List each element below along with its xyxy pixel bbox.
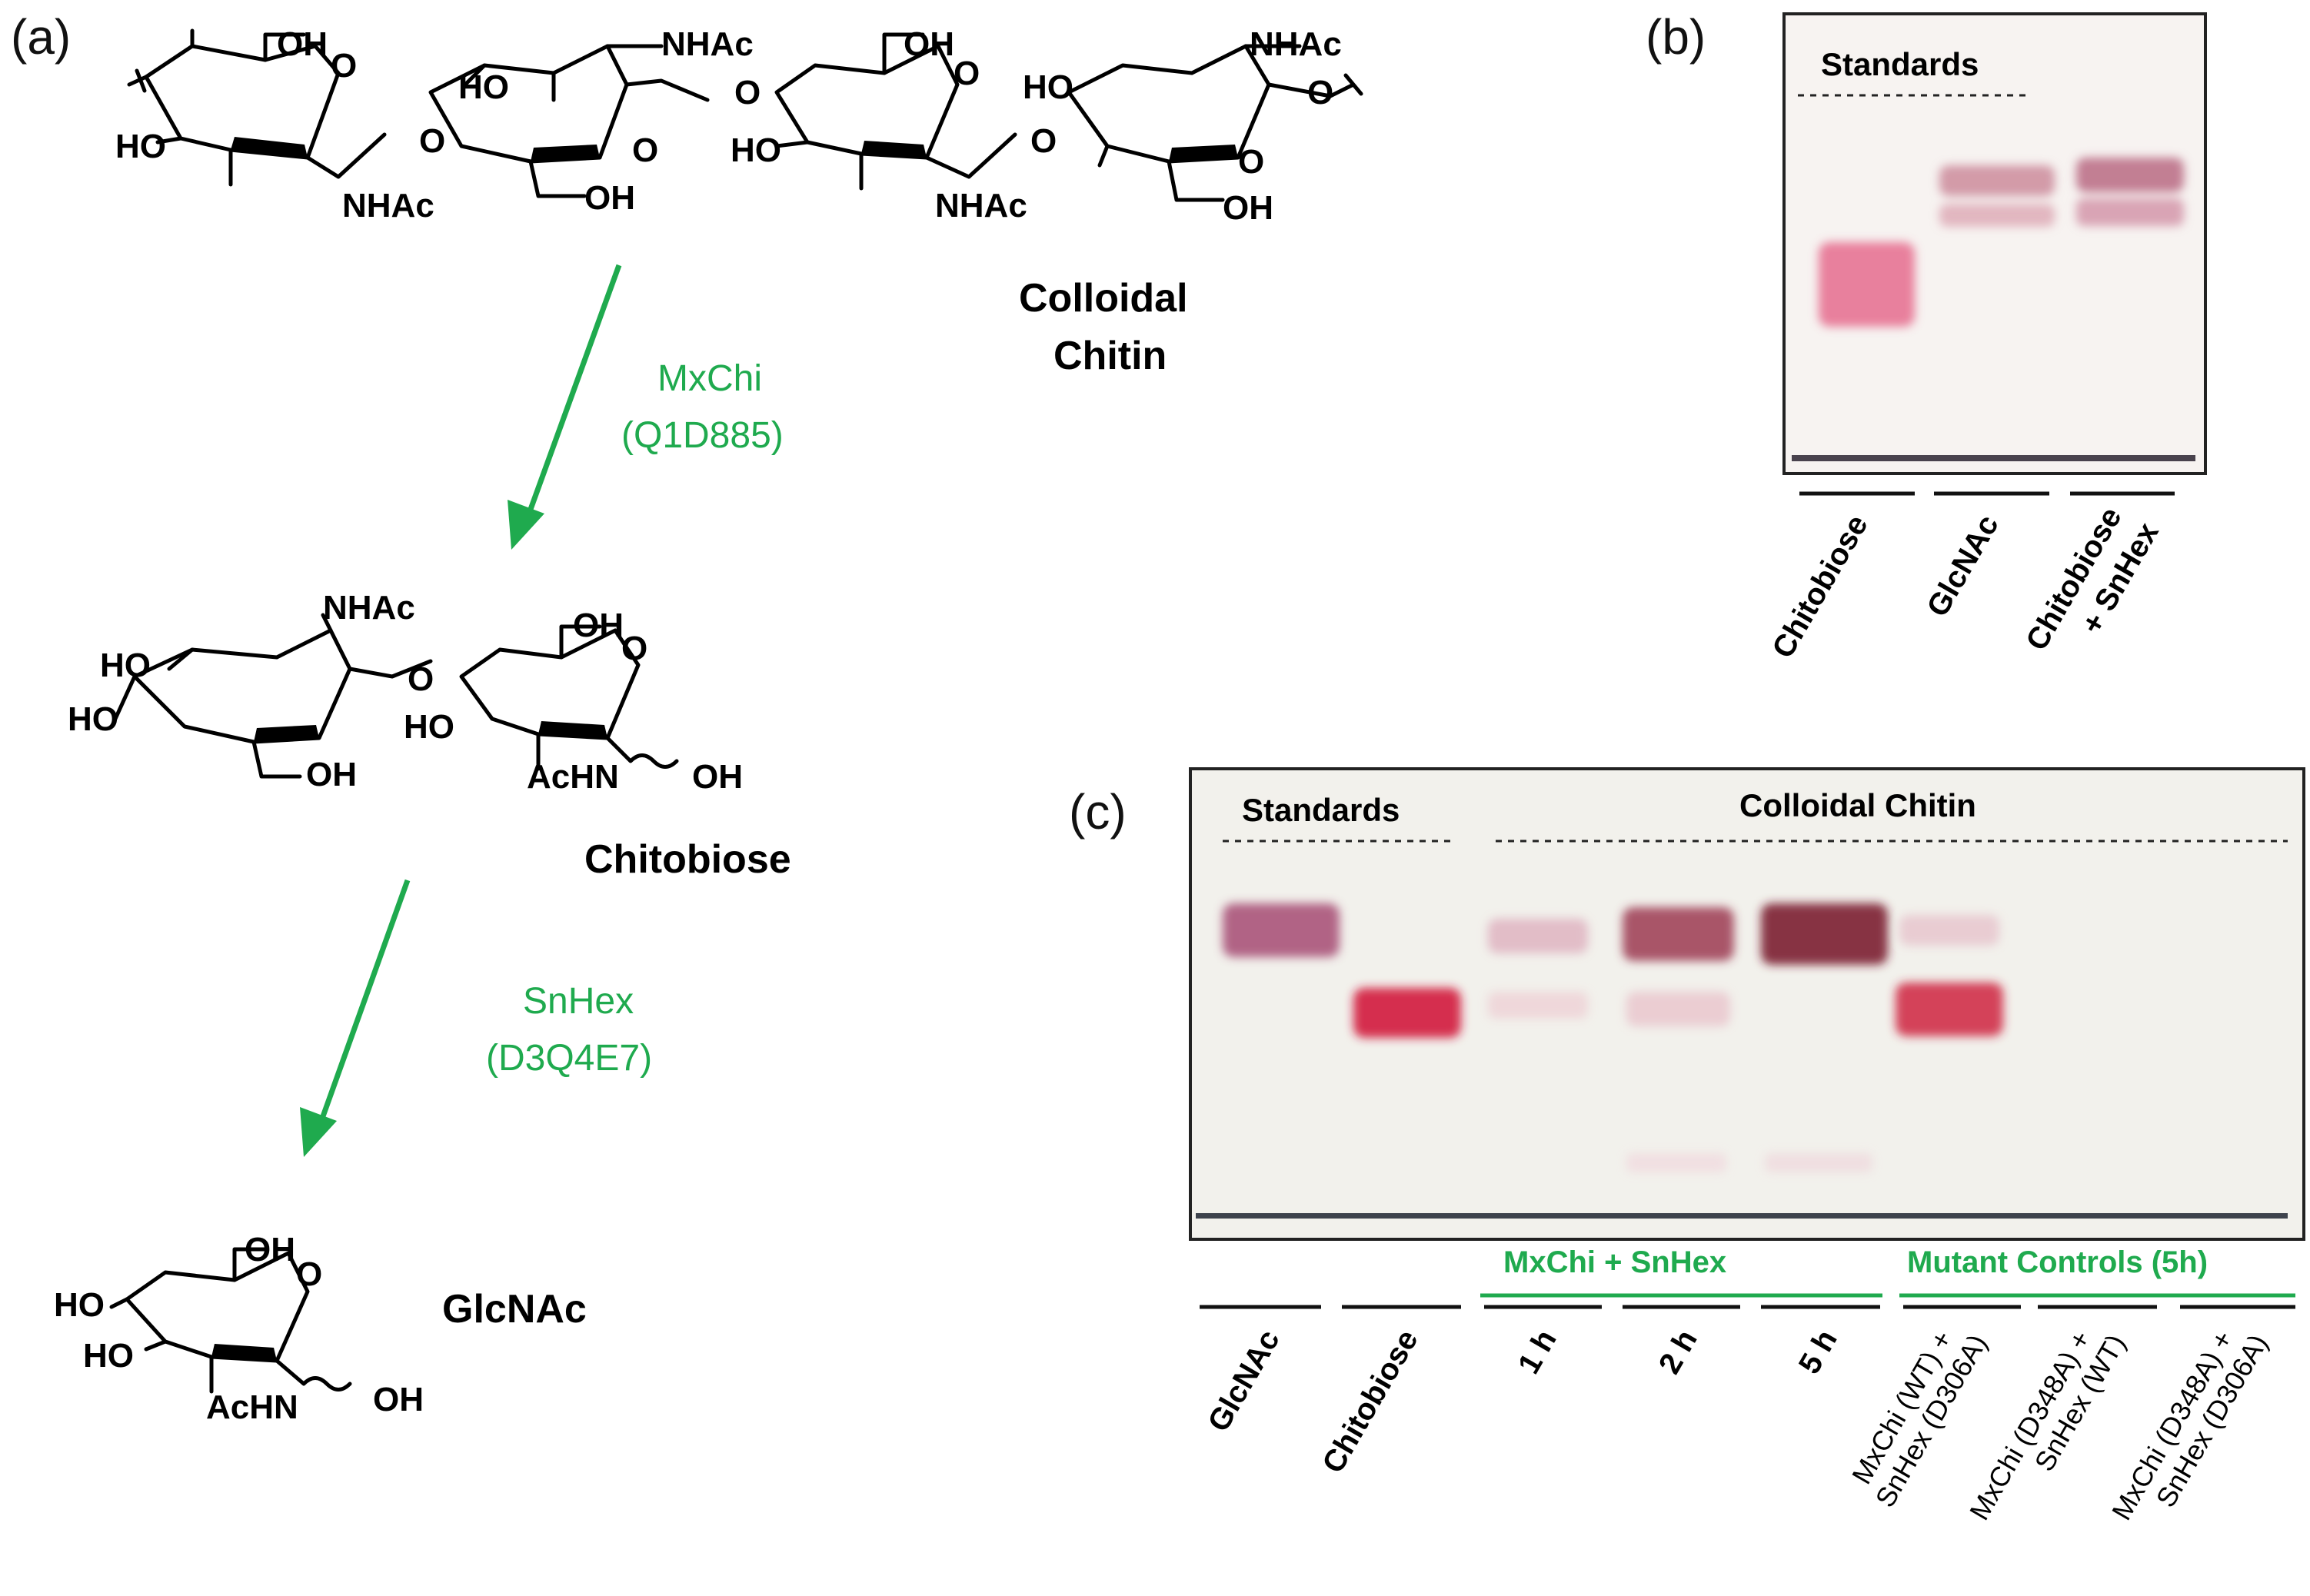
gel-b-band-glcnac-upper xyxy=(1939,165,2055,196)
reaction-arrow-2 xyxy=(300,879,411,1157)
gel-c-band-wt-d306a-glcnac xyxy=(1899,915,1999,946)
ring-o-label: O xyxy=(1238,143,1264,181)
gel-c-band-chitobiose xyxy=(1353,988,1461,1038)
ho-label: HO xyxy=(83,1337,134,1375)
gel-c: Standards Colloidal Chitin MxC xyxy=(1189,767,2305,1525)
gel-c-standards-header: Standards xyxy=(1242,792,1400,828)
glycosidic-o-label: O xyxy=(1307,74,1333,111)
ring-o-label: O xyxy=(632,131,658,169)
oh-label: OH xyxy=(1223,189,1273,227)
glycosidic-o-label: O xyxy=(408,660,434,698)
gel-c-band-1h-chitobiose xyxy=(1488,992,1588,1019)
ho-label: HO xyxy=(458,68,509,106)
gel-c-lane-label-glcnac: GlcNAc xyxy=(1201,1325,1286,1438)
chitobiose-structure xyxy=(113,613,679,779)
gel-c-band-5h-faint xyxy=(1765,1153,1872,1172)
gel-c-lane-label-2h: 2 h xyxy=(1653,1325,1704,1380)
mxchi-enzyme-label: MxChi xyxy=(657,358,762,399)
ring-o-label: O xyxy=(621,630,647,667)
gel-c-band-2h-chitobiose xyxy=(1626,992,1730,1026)
gel-c-band-5h-glcnac xyxy=(1761,903,1888,965)
ho-label: HO xyxy=(54,1286,105,1324)
gel-b-band-glcnac-lower xyxy=(1939,204,2055,227)
gel-c-band-2h-faint xyxy=(1626,1153,1726,1172)
nhac-label: NHAc xyxy=(342,187,434,224)
colloidal-chitin-atom-labels: OH O HO NHAc O HO NHAc O OH O OH O HO NH… xyxy=(115,25,1342,227)
glycosidic-o-label: O xyxy=(734,74,761,111)
oh-label: OH xyxy=(245,1231,295,1268)
achn-label: AcHN xyxy=(527,758,619,796)
oh-label: OH xyxy=(904,25,954,63)
chitobiose-label: Chitobiose xyxy=(584,837,791,882)
chitobiose-atom-labels: NHAc HO HO OH O OH O HO AcHN OH xyxy=(68,589,743,796)
colloidal-chitin-label-line2: Chitin xyxy=(1053,334,1167,378)
ring-o-label: O xyxy=(331,47,357,85)
colloidal-chitin-structure xyxy=(127,28,1363,202)
gel-c-band-1h-glcnac xyxy=(1488,919,1588,953)
gel-c-band-wt-d306a-chitobiose xyxy=(1896,983,2003,1036)
nhac-label: NHAc xyxy=(323,589,415,627)
ring-o-label: O xyxy=(954,55,980,92)
reaction-arrow-1 xyxy=(508,264,622,550)
ring-o-label: O xyxy=(296,1255,322,1293)
ho-label: HO xyxy=(731,131,781,169)
achn-label: AcHN xyxy=(206,1388,298,1426)
nhac-label: NHAc xyxy=(661,25,754,63)
gel-b-band-chitobiose-snhex-upper xyxy=(2076,158,2184,192)
gel-c-group1-label: MxChi + SnHex xyxy=(1503,1245,1726,1279)
panel-label-b: (b) xyxy=(1646,9,1706,65)
oh-label: OH xyxy=(306,756,357,793)
oh-label: OH xyxy=(573,607,624,644)
anomeric-oh-label: OH xyxy=(373,1381,424,1418)
snhex-enzyme-label: SnHex xyxy=(523,981,634,1022)
glcnac-label: GlcNAc xyxy=(442,1287,587,1332)
ho-label: HO xyxy=(68,700,118,738)
ho-label: HO xyxy=(100,647,151,684)
gel-c-lane-label-1h: 1 h xyxy=(1512,1325,1563,1380)
mxchi-accession-label: (Q1D885) xyxy=(621,415,784,456)
snhex-accession-label: (D3Q4E7) xyxy=(486,1038,652,1079)
glcnac-atom-labels: OH O HO HO AcHN OH xyxy=(54,1231,424,1426)
gel-b-band-chitobiose xyxy=(1819,242,1915,327)
gel-c-band-glcnac xyxy=(1223,903,1340,957)
anomeric-oh-label: OH xyxy=(692,758,743,796)
gel-c-lane-label-5h: 5 h xyxy=(1792,1325,1844,1380)
gel-b-lane-label-chitobiose: Chitobiose xyxy=(1766,510,1874,664)
gel-c-colloidal-chitin-header: Colloidal Chitin xyxy=(1739,787,1976,823)
oh-label: OH xyxy=(277,25,328,63)
oh-label: OH xyxy=(584,179,635,217)
glycosidic-o-label: O xyxy=(419,122,445,160)
panel-label-a: (a) xyxy=(11,9,71,65)
ho-label: HO xyxy=(404,708,454,746)
nhac-label: NHAc xyxy=(935,187,1027,224)
panel-label-c: (c) xyxy=(1069,784,1127,840)
nhac-label: NHAc xyxy=(1250,25,1342,63)
ho-label: HO xyxy=(1023,68,1073,106)
colloidal-chitin-label-line1: Colloidal xyxy=(1019,276,1188,321)
gel-c-plate xyxy=(1189,767,2305,1241)
gel-c-origin-line xyxy=(1196,1213,2288,1219)
gel-b-origin-line xyxy=(1792,455,2195,461)
gel-b-lane-label-glcnac: GlcNAc xyxy=(1920,510,2005,623)
ho-label: HO xyxy=(115,128,166,165)
gel-b: Standards Chitobiose GlcNAc Chitobiose +… xyxy=(1766,12,2207,664)
gel-c-lane-label-chitobiose: Chitobiose xyxy=(1316,1325,1424,1479)
glycosidic-o-label: O xyxy=(1030,122,1057,160)
glcnac-structure xyxy=(109,1247,352,1394)
gel-b-band-chitobiose-snhex-lower xyxy=(2076,198,2184,226)
gel-c-band-2h-glcnac xyxy=(1623,907,1734,961)
gel-c-group2-label: Mutant Controls (5h) xyxy=(1907,1245,2208,1279)
gel-b-standards-header: Standards xyxy=(1821,46,1979,82)
